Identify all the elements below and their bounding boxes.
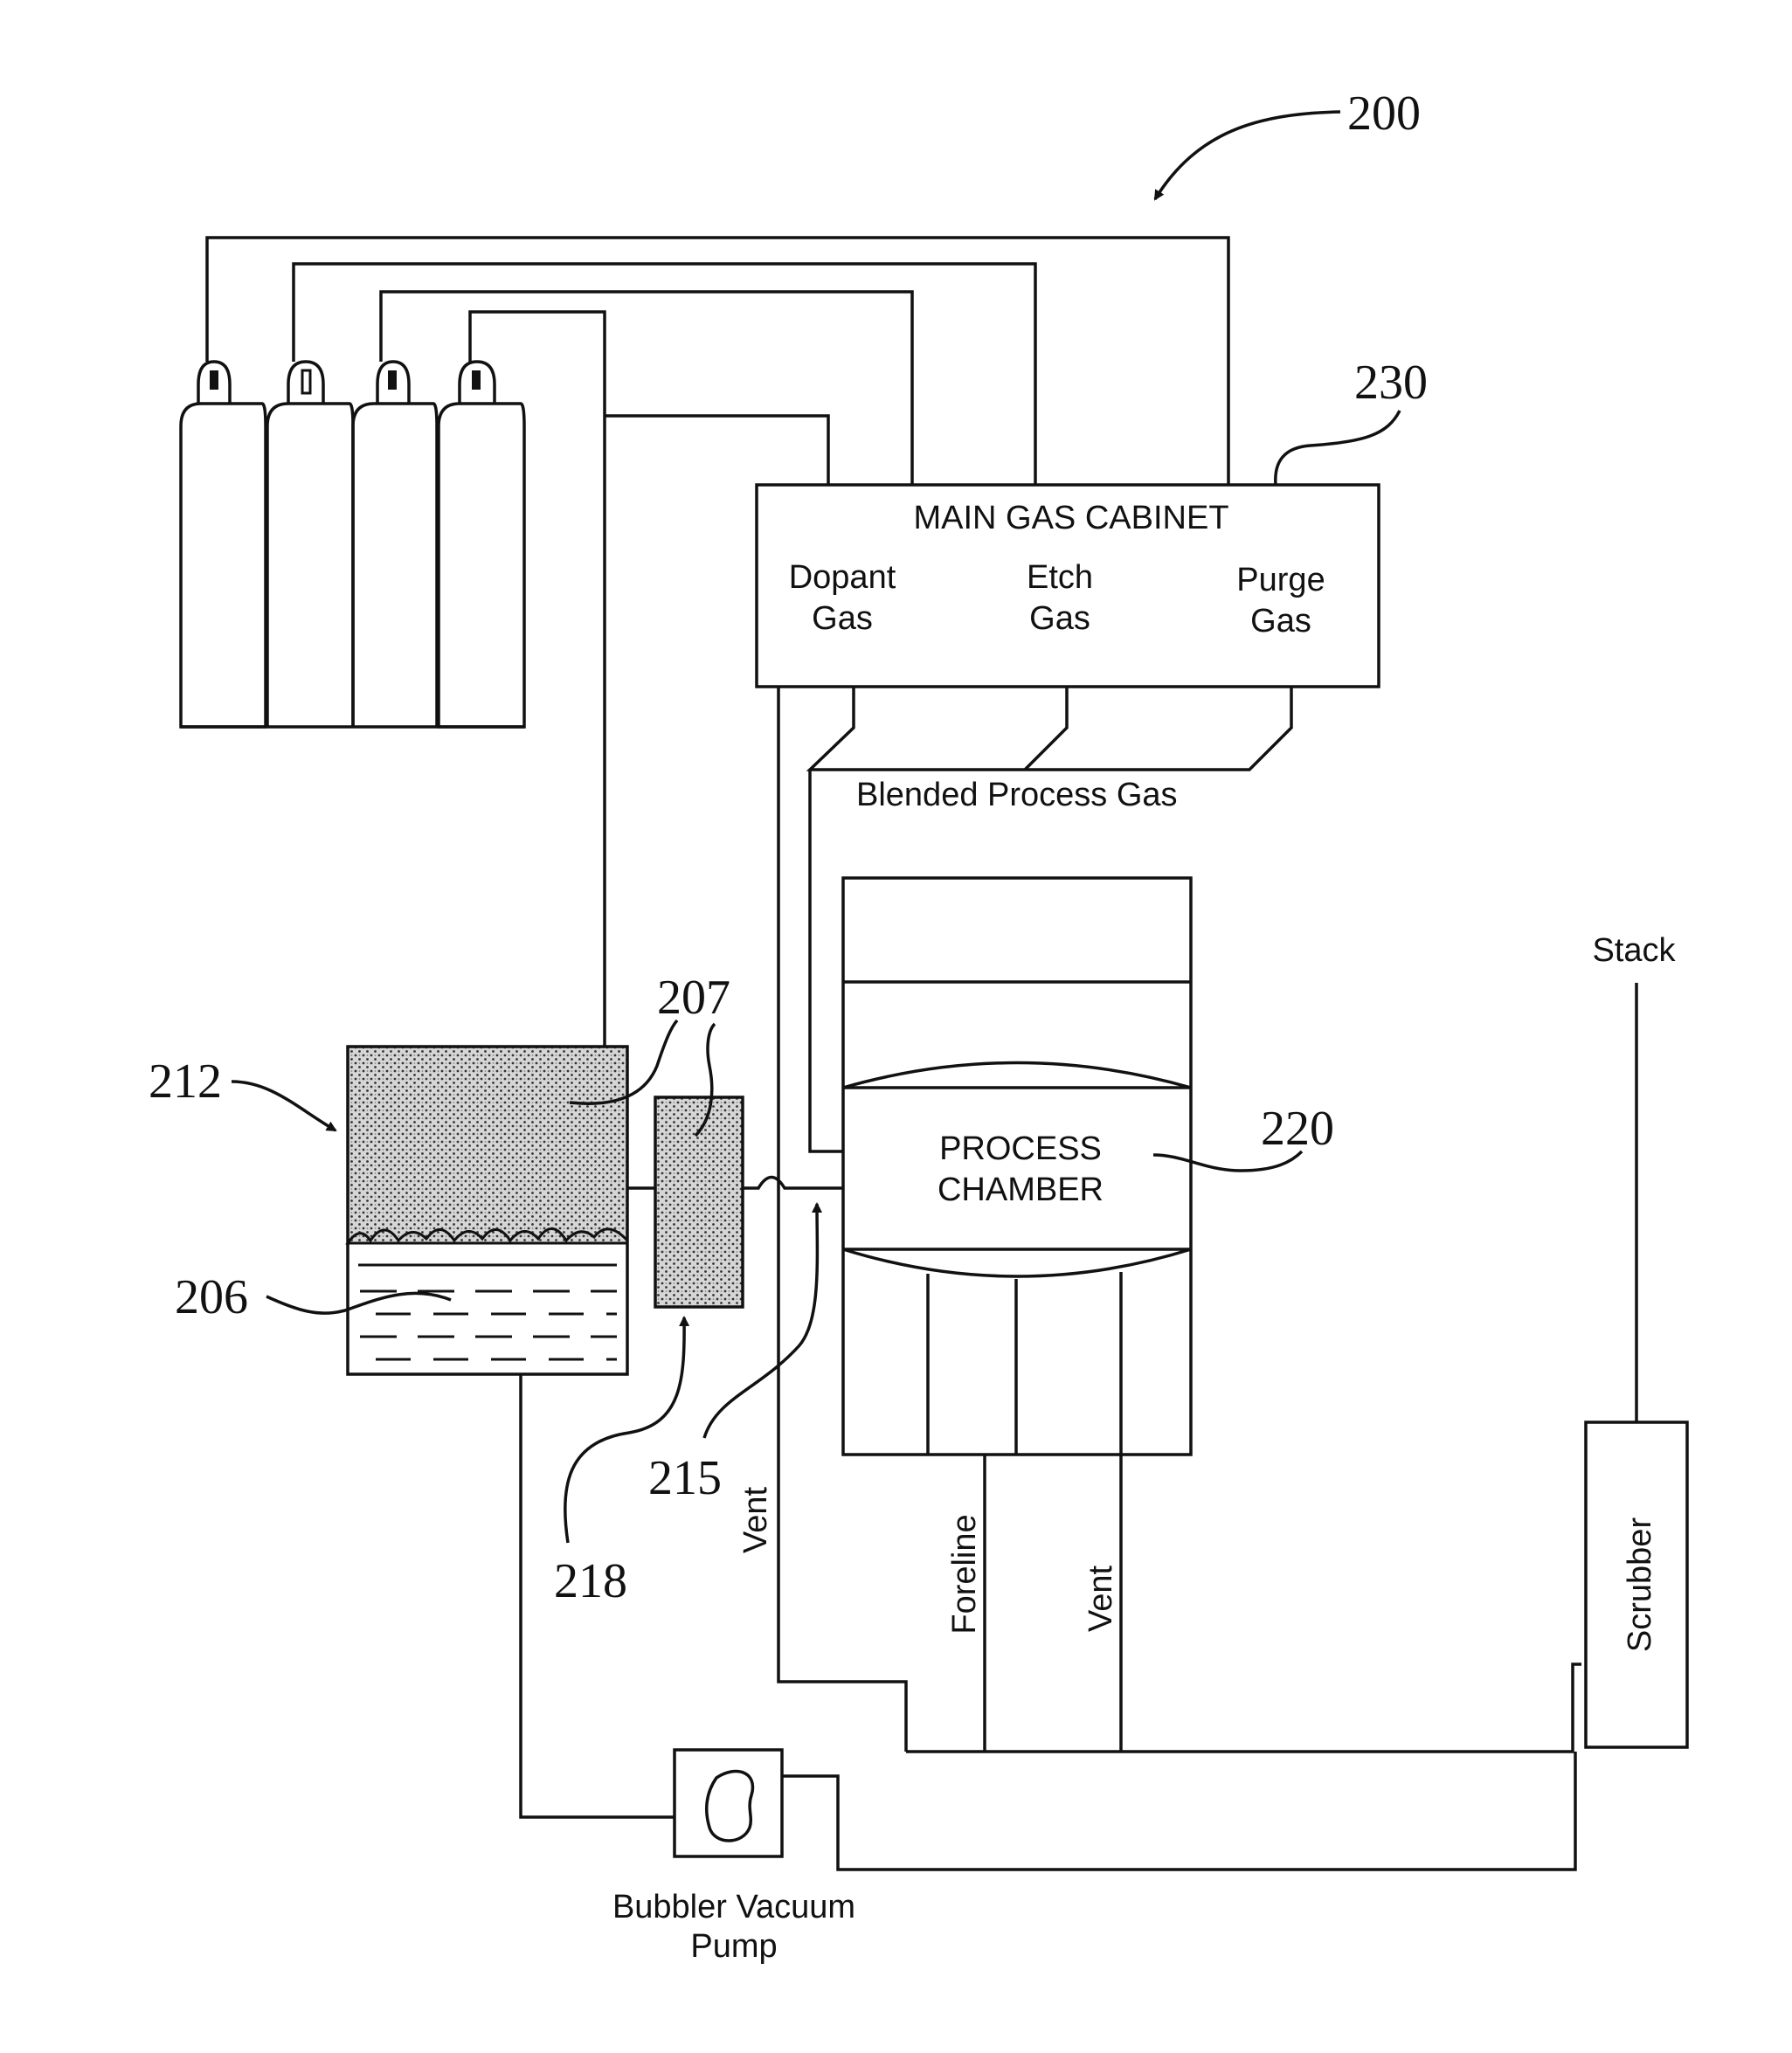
etch-gas-label: Etch xyxy=(1027,559,1093,596)
main-gas-cabinet: MAIN GAS CABINET Dopant Gas Etch Gas Pur… xyxy=(757,485,1379,687)
ref-220: 220 xyxy=(1261,1102,1334,1156)
process-chamber-label: PROCESS xyxy=(939,1130,1102,1167)
reference-numerals: 200 230 220 207 212 206 218 215 xyxy=(149,86,1428,1608)
scrubber-label: Scrubber xyxy=(1622,1517,1658,1653)
gas-cylinder-2 xyxy=(267,362,353,727)
vent-label-left: Vent xyxy=(737,1487,774,1554)
gas-cylinder-3 xyxy=(353,362,437,727)
ref-207: 207 xyxy=(657,971,730,1025)
purge-gas-label: Purge xyxy=(1236,562,1325,598)
ref-215: 215 xyxy=(648,1451,722,1505)
blended-process-gas-line: Blended Process Gas xyxy=(810,687,1291,1151)
process-chamber-label-2: CHAMBER xyxy=(938,1172,1104,1208)
ref-212: 212 xyxy=(149,1054,222,1109)
cylinder-supply-lines xyxy=(207,238,1228,1046)
ref-206: 206 xyxy=(175,1270,248,1324)
gas-cylinders xyxy=(181,362,524,727)
dopant-gas-label-2: Gas xyxy=(812,600,873,637)
chamber-exhaust-lines: Foreline Vent xyxy=(906,1455,1581,1752)
bubbler-vessel xyxy=(348,1047,627,1374)
ref-230: 230 xyxy=(1354,356,1428,410)
etch-gas-label-2: Gas xyxy=(1029,600,1090,637)
pump-label: Bubbler Vacuum xyxy=(612,1889,855,1925)
vent-label-right: Vent xyxy=(1083,1566,1119,1633)
blended-process-gas-label: Blended Process Gas xyxy=(856,777,1178,813)
stack-label: Stack xyxy=(1592,932,1676,969)
pump-label-2: Pump xyxy=(690,1928,777,1965)
purge-gas-label-2: Gas xyxy=(1250,603,1311,639)
bubbler-liquid xyxy=(358,1265,617,1359)
dopant-gas-label: Dopant xyxy=(789,559,896,596)
process-chamber: PROCESS CHAMBER xyxy=(843,878,1191,1455)
gas-cylinder-4 xyxy=(439,362,524,727)
foreline-label: Foreline xyxy=(946,1514,983,1634)
stack: Stack xyxy=(1592,932,1676,1422)
cabinet-vent-line: Vent xyxy=(737,687,906,1752)
cabinet-title: MAIN GAS CABINET xyxy=(913,500,1228,536)
scrubber: Scrubber xyxy=(1586,1422,1687,1747)
ref-218: 218 xyxy=(554,1554,627,1608)
gas-cylinder-1 xyxy=(181,362,266,727)
ref-200: 200 xyxy=(1347,86,1421,141)
